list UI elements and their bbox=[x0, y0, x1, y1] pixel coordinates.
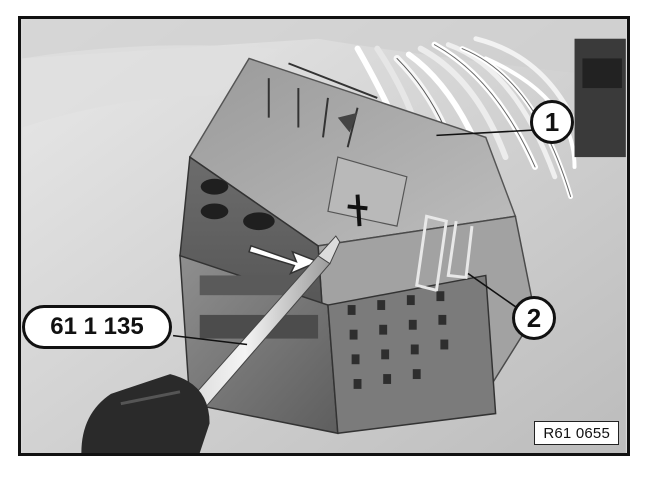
tool-part-number-label: 61 1 135 bbox=[22, 305, 172, 349]
leader-line-tool bbox=[172, 334, 248, 346]
callout-1-label: 1 bbox=[544, 106, 560, 137]
tool-part-number-text: 61 1 135 bbox=[50, 313, 144, 340]
figure-frame: R61 0655 bbox=[18, 16, 630, 456]
figure-reference: R61 0655 bbox=[534, 421, 619, 445]
callout-2: 2 bbox=[512, 296, 556, 340]
callout-1: 1 bbox=[530, 100, 574, 144]
callout-2-label: 2 bbox=[526, 302, 542, 333]
leader-line-1 bbox=[436, 128, 545, 137]
release-arrow bbox=[248, 244, 321, 275]
connector-photo bbox=[22, 19, 626, 453]
